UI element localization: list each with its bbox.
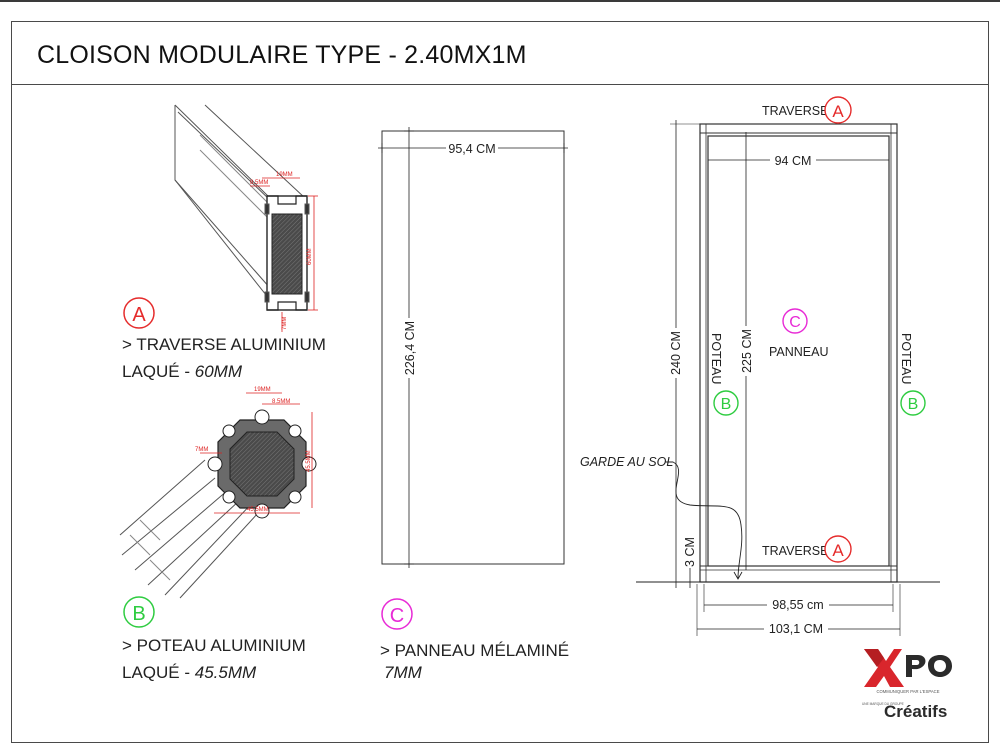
traverse-profile-drawing xyxy=(174,104,310,311)
xpo-creatifs-logo: COMMUNIQUER PAR L'ESPACE UNE MARQUE DU G… xyxy=(858,645,958,725)
traverse-dim-height: 60MM xyxy=(307,248,313,265)
frame-inner-height-label: 225 CM xyxy=(740,329,754,373)
frame-poteau-left-label: POTEAU xyxy=(709,333,723,384)
drawing-sheet xyxy=(11,21,989,743)
frame-floor-gap-label: 3 CM xyxy=(683,537,697,567)
marker-b-letter: B xyxy=(132,603,145,625)
traverse-dim-top: 19MM xyxy=(276,172,293,178)
top-border xyxy=(0,0,1000,2)
frame-marker-b-left-letter: B xyxy=(721,396,732,413)
part-c-spec-value: 7MM xyxy=(384,663,422,682)
part-b-spec: LAQUÉ - 45.5MM xyxy=(122,663,256,683)
frame-marker-b-left xyxy=(713,390,739,416)
marker-c-circle xyxy=(381,598,413,630)
part-a-spec-value: 60MM xyxy=(194,362,242,381)
traverse-dim-inner: 8.5MM xyxy=(250,180,268,186)
title-block xyxy=(11,21,989,85)
garde-leader-line xyxy=(665,461,743,579)
part-a-title: > TRAVERSE ALUMINIUM xyxy=(122,335,326,354)
marker-b-circle xyxy=(123,596,155,628)
logo-tagline: COMMUNIQUER PAR L'ESPACE xyxy=(876,689,939,694)
part-b-title: > POTEAU ALUMINIUM xyxy=(122,636,306,655)
frame-garde-label: GARDE AU SOL xyxy=(580,455,673,469)
frame-marker-a-bottom xyxy=(824,535,852,563)
frame-panneau-label: PANNEAU xyxy=(769,345,829,359)
poteau-dim-height: 45.5MM xyxy=(306,450,312,472)
marker-c-letter: C xyxy=(390,605,404,627)
poteau-dim-inner: 8.5MM xyxy=(272,399,290,405)
part-b-spec-prefix: LAQUÉ - xyxy=(122,663,195,682)
part-a-spec-prefix: LAQUÉ - xyxy=(122,362,195,381)
panel-width-label: 95,4 CM xyxy=(448,142,495,156)
xpo-logo-mark: COMMUNIQUER PAR L'ESPACE UNE MARQUE DU G… xyxy=(862,649,952,721)
logo-group: Créatifs xyxy=(884,702,947,721)
frame-outer-width-label: 98,55 cm xyxy=(772,598,823,612)
poteau-dim-width: 45.5MM xyxy=(247,507,269,513)
traverse-dim-bottom: 7MM xyxy=(282,317,288,330)
traverse-profile-dimensions xyxy=(250,177,318,332)
marker-a-letter: A xyxy=(132,304,146,326)
frame-marker-a-bottom-letter: A xyxy=(832,541,844,560)
logo-small: UNE MARQUE DU GROUPE xyxy=(862,702,904,706)
part-a-spec: LAQUÉ - 60MM xyxy=(122,362,242,382)
frame-marker-a-top-letter: A xyxy=(832,102,844,121)
frame-poteau-right-label: POTEAU xyxy=(899,333,913,384)
frame-marker-c xyxy=(782,308,808,334)
page-title: CLOISON MODULAIRE TYPE - 2.40MX1M xyxy=(37,41,527,69)
poteau-dim-left: 7MM xyxy=(195,447,208,453)
part-b-spec-value: 45.5MM xyxy=(194,663,257,682)
poteau-profile-drawing xyxy=(119,409,317,599)
marker-a-circle xyxy=(123,297,155,329)
panel-height-label: 226,4 CM xyxy=(403,321,417,375)
frame-marker-a-top xyxy=(824,96,852,124)
poteau-dim-top: 19MM xyxy=(254,387,271,393)
frame-inner-width-label: 94 CM xyxy=(775,154,812,168)
frame-traverse-top-label: TRAVERSE xyxy=(762,104,828,118)
part-c-spec: 7MM xyxy=(384,663,422,683)
part-c-title: > PANNEAU MÉLAMINÉ xyxy=(380,641,570,660)
frame-marker-b-right xyxy=(900,390,926,416)
frame-marker-c-letter: C xyxy=(789,314,801,331)
frame-marker-b-right-letter: B xyxy=(908,396,919,413)
frame-total-height-label: 240 CM xyxy=(669,331,683,375)
poteau-profile-dimensions xyxy=(200,392,313,514)
frame-traverse-bottom-label: TRAVERSE xyxy=(762,544,828,558)
frame-total-width-label: 103,1 CM xyxy=(769,622,823,636)
